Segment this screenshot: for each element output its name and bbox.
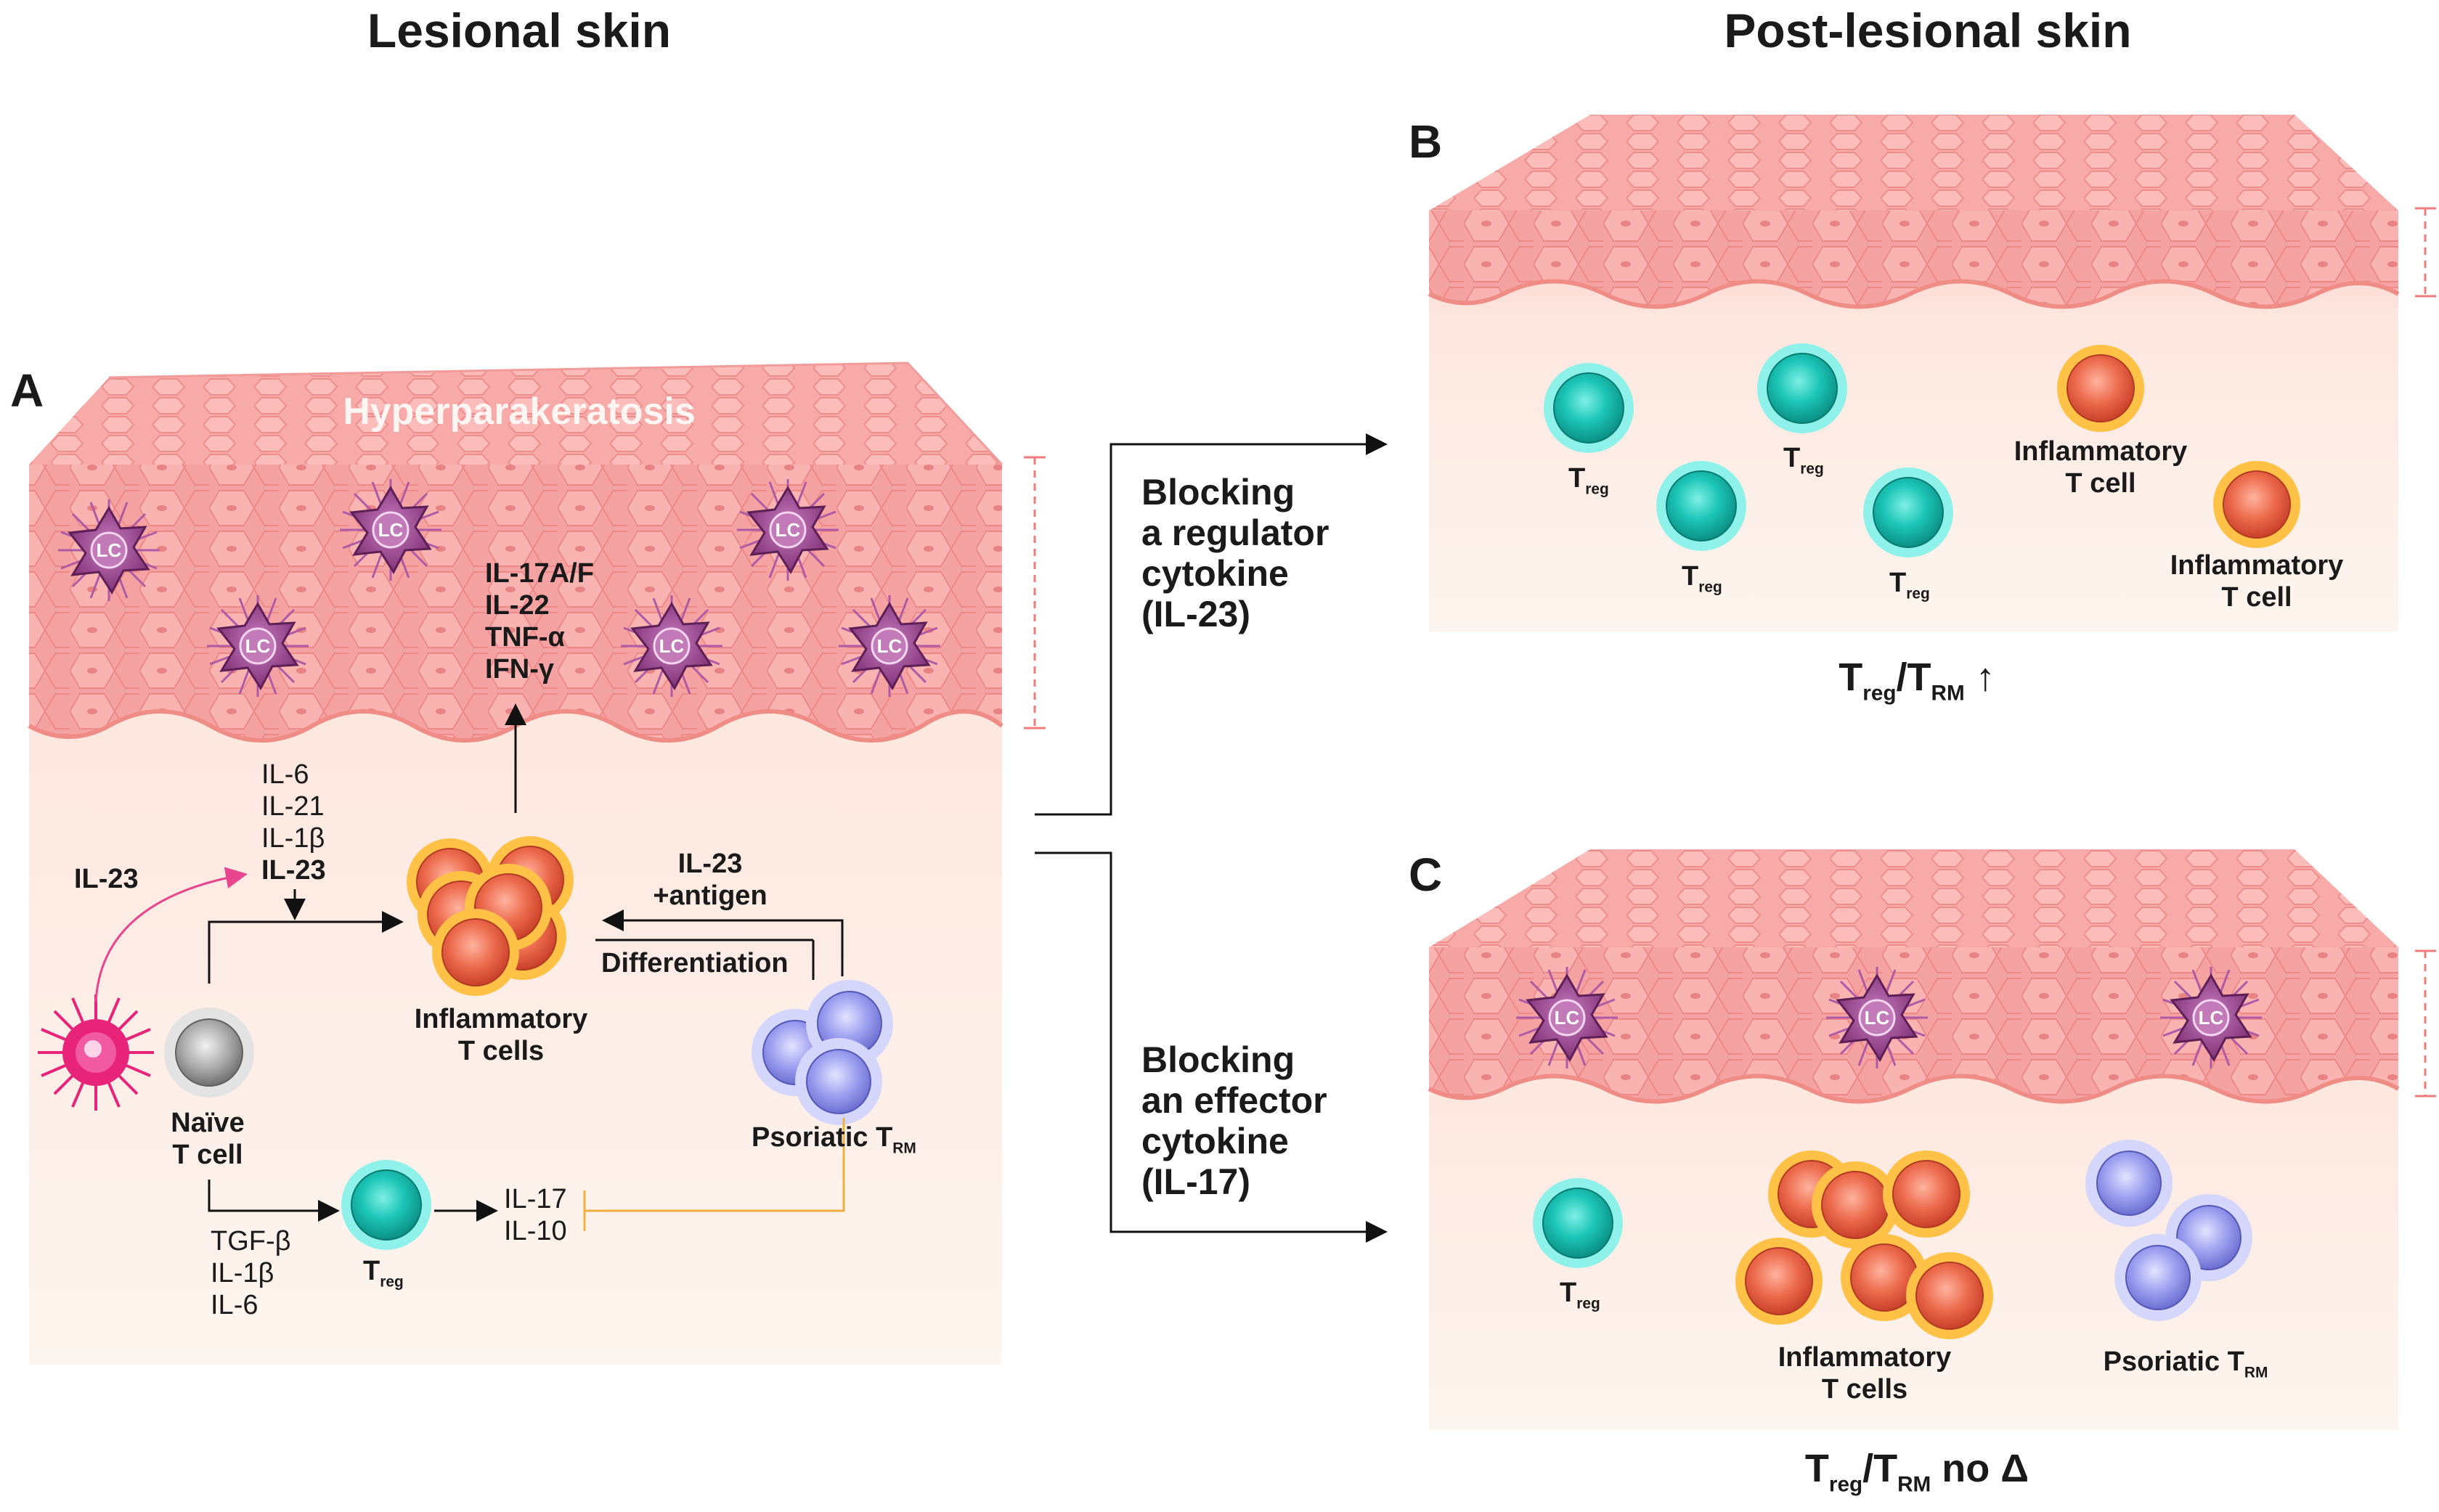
blocking-il17-label: Blocking an effector cytokine (IL-17) bbox=[1141, 1039, 1327, 1202]
heading-lesional: Lesional skin bbox=[367, 4, 672, 57]
cytokine-il17af: IL-17A/F bbox=[485, 558, 594, 589]
naive-t-cell bbox=[164, 1008, 254, 1098]
inflammatory-label-c: Inflammatory T cells bbox=[1778, 1342, 1952, 1405]
treg-cell-a bbox=[341, 1159, 432, 1251]
cytokine-ifng: IFN-γ bbox=[485, 654, 554, 685]
effector-cytokine-list: IL-17A/F IL-22 TNF-α IFN-γ bbox=[485, 557, 594, 685]
treg-label-b2: Treg bbox=[1783, 443, 1824, 478]
svg-text:LC: LC bbox=[2199, 1007, 2224, 1029]
svg-text:LC: LC bbox=[1555, 1007, 1580, 1029]
svg-text:LC: LC bbox=[97, 539, 122, 561]
svg-text:LC: LC bbox=[775, 519, 801, 541]
panel-letter-b: B bbox=[1409, 115, 1443, 168]
inflammatory-label-b1: Inflammatory T cell bbox=[2014, 436, 2188, 499]
panel-letter-a: A bbox=[10, 364, 44, 417]
differentiation-label: Differentiation bbox=[601, 948, 789, 978]
panel-letter-c: C bbox=[1409, 849, 1443, 901]
epidermis-label: Hyperparakeratosis bbox=[343, 391, 696, 433]
cytokine-il21: IL-21 bbox=[261, 791, 325, 822]
svg-text:LC: LC bbox=[1865, 1007, 1890, 1029]
ratio-b: Treg/TRM ↑ bbox=[1839, 655, 1995, 706]
treg-output-cytokines: IL-17 IL-10 bbox=[504, 1184, 567, 1246]
treg-inducing-cytokines: TGF-β IL-1β IL-6 bbox=[211, 1226, 291, 1320]
treg-label-a: Treg bbox=[363, 1256, 404, 1291]
svg-text:LC: LC bbox=[245, 635, 271, 657]
svg-text:LC: LC bbox=[877, 635, 903, 657]
polarizing-cytokine-list: IL-6 IL-21 IL-1β IL-23 bbox=[261, 759, 326, 886]
psoriatic-trm-label-c: Psoriatic TRM bbox=[2103, 1347, 2268, 1381]
svg-text:LC: LC bbox=[378, 519, 404, 541]
cytokine-il6: IL-6 bbox=[261, 759, 309, 790]
pathway-arrows-a bbox=[208, 703, 844, 1222]
dendritic-cell bbox=[38, 994, 154, 1111]
ratio-c: Treg/TRM no Δ bbox=[1804, 1447, 2029, 1497]
inflammatory-label-a: Inflammatory T cells bbox=[414, 1004, 588, 1066]
psoriatic-trm-label-a: Psoriatic TRM bbox=[752, 1122, 916, 1157]
cytokine-il1b: IL-1β bbox=[261, 823, 325, 854]
il23-antigen-label: IL-23 +antigen bbox=[653, 849, 767, 911]
blocking-il23-label: Blocking a regulator cytokine (IL-23) bbox=[1141, 472, 1330, 634]
lc-labels: LC LC LC LC LC LC LC LC LC bbox=[97, 519, 2224, 1029]
heading-post-lesional: Post-lesional skin bbox=[1724, 4, 2132, 57]
cytokine-il22: IL-22 bbox=[485, 590, 550, 621]
il23-arrow-label: IL-23 bbox=[74, 864, 139, 894]
naive-t-cell-label: Naïve T cell bbox=[171, 1108, 245, 1170]
treg-label-b3: Treg bbox=[1682, 561, 1722, 596]
svg-text:LC: LC bbox=[659, 635, 685, 657]
connector-arrows bbox=[1035, 433, 1388, 1243]
inhibition-line bbox=[583, 1118, 845, 1231]
cytokine-tnfa: TNF-α bbox=[485, 622, 565, 653]
il23-arrow bbox=[94, 867, 248, 1002]
treg-label-c: Treg bbox=[1560, 1278, 1600, 1312]
inflammatory-label-b2: Inflammatory T cell bbox=[2170, 550, 2344, 613]
treg-label-b4: Treg bbox=[1889, 568, 1930, 602]
cytokine-il23: IL-23 bbox=[261, 855, 326, 886]
treg-label-b1: Treg bbox=[1568, 463, 1609, 498]
